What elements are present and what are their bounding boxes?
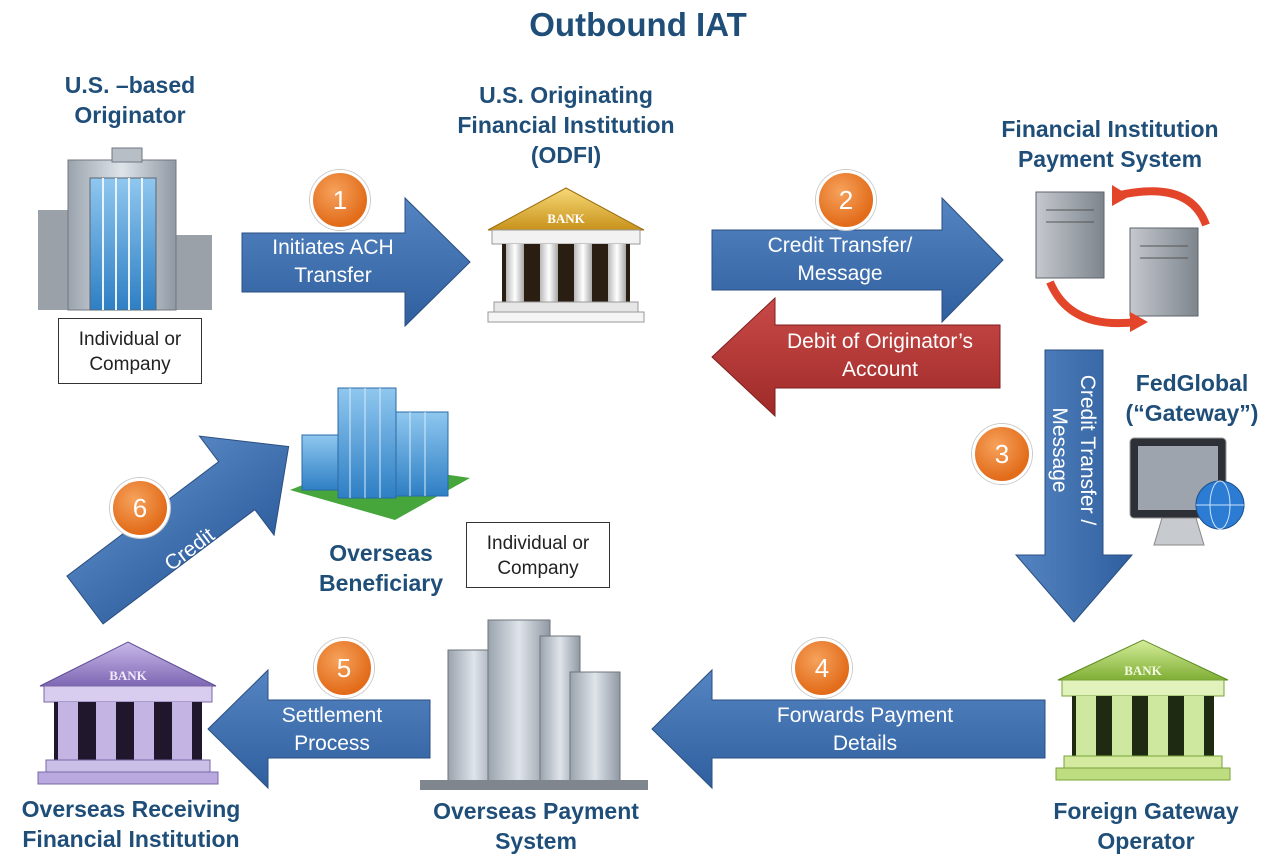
arrow-step-1 [241, 196, 471, 328]
arrow-step-6 [66, 435, 290, 625]
step-5-text: Settlement Process [281, 704, 383, 755]
step-2-badge: 2 [816, 170, 876, 230]
step-4-badge: 4 [792, 638, 852, 698]
beneficiary-label: Overseas Beneficiary [318, 540, 443, 596]
payment-system-label: Financial Institution Payment System [1001, 116, 1219, 172]
step-1-badge: 1 [310, 170, 370, 230]
receiving-bank-sign: BANK [109, 668, 147, 683]
foreign-gateway-bank-sign: BANK [1124, 663, 1162, 678]
originator-label: U.S. –based Originator [64, 72, 196, 128]
diagram-title: Outbound IAT [529, 6, 747, 43]
payment-system-servers-icon [1035, 185, 1210, 332]
step-1-text: Initiates ACH Transfer [272, 236, 394, 287]
arrow-step-4 [651, 668, 1046, 790]
step-4-text: Forwards Payment Details [776, 704, 954, 755]
step-5-badge: 5 [314, 638, 374, 698]
beneficiary-type-box: Individual or Company [466, 522, 610, 588]
step-3-text: Credit Transfer / Message [1048, 374, 1099, 526]
odfi-label: U.S. Originating Financial Institution (… [457, 82, 675, 168]
fedglobal-monitor-icon [1129, 437, 1245, 546]
arrow-step-5 [207, 668, 431, 790]
odfi-bank-sign: BANK [547, 211, 585, 226]
step-3-badge: 3 [972, 424, 1032, 484]
overseas-payment-label: Overseas Payment System [433, 798, 639, 854]
originator-building-icon [38, 147, 212, 311]
step-2-text: Credit Transfer/ Message [767, 234, 913, 285]
receiving-bank-icon [37, 641, 219, 785]
foreign-gateway-label: Foreign Gateway Operator [1053, 798, 1239, 854]
originator-type-box: Individual or Company [58, 318, 202, 384]
receiving-fi-label: Overseas Receiving Financial Institution [21, 796, 241, 852]
fedglobal-label: FedGlobal (“Gateway”) [1125, 370, 1259, 426]
odfi-bank-icon [487, 187, 645, 323]
arrow-step-3 [1014, 349, 1134, 623]
foreign-gateway-bank-icon [1055, 639, 1231, 781]
step-6-badge: 6 [110, 478, 170, 538]
beneficiary-building-icon [290, 387, 470, 520]
arrow-step-2 [711, 196, 1004, 324]
debit-text: Debit of Originator’s Account [787, 330, 973, 381]
overseas-payment-buildings-icon [420, 619, 648, 790]
arrow-debit [711, 296, 1001, 418]
